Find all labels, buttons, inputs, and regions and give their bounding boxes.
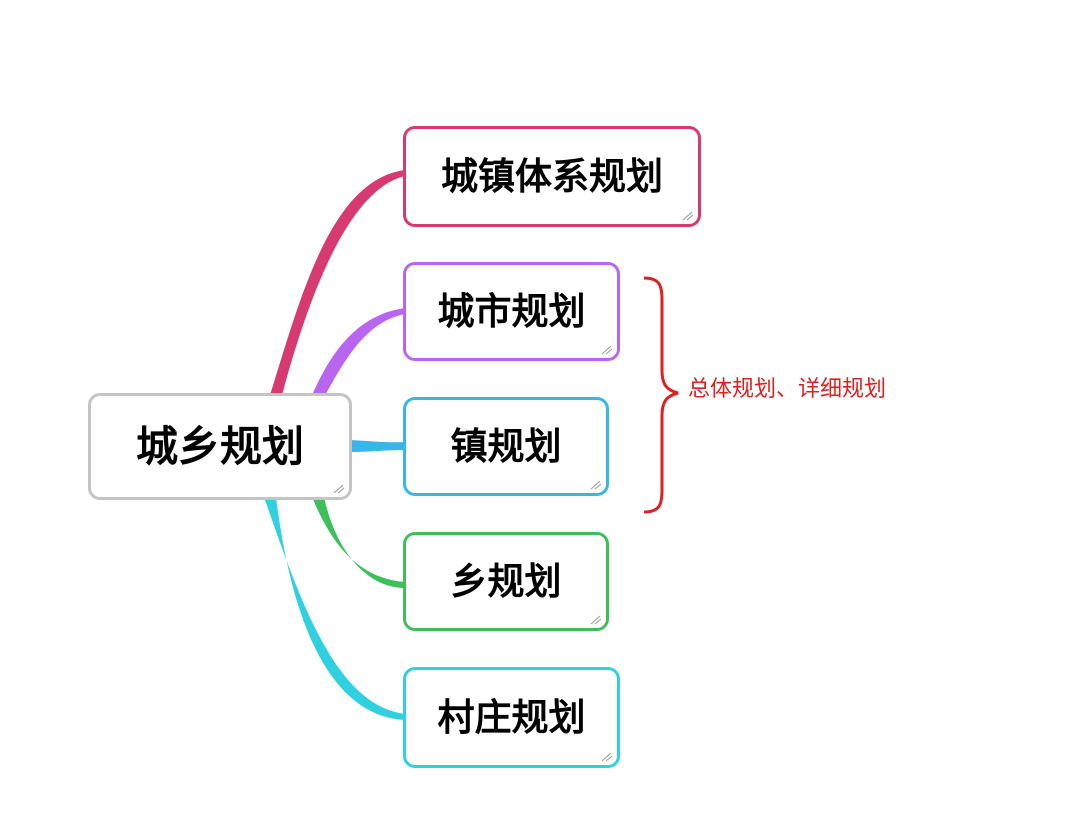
child-node-label: 城镇体系规划: [441, 155, 663, 198]
branch-connector-village: [264, 497, 405, 720]
root-node[interactable]: 城乡规划: [88, 393, 352, 500]
node-corner-mark-icon: [590, 480, 602, 490]
child-node-township[interactable]: 乡规划: [403, 532, 609, 631]
branch-connector-town-system: [270, 170, 405, 395]
child-node-town-system[interactable]: 城镇体系规划: [403, 126, 701, 227]
child-node-town[interactable]: 镇规划: [403, 397, 609, 496]
child-node-label: 城市规划: [437, 290, 586, 333]
annotation-label: 总体规划、详细规划: [688, 377, 887, 402]
node-corner-mark-icon: [601, 752, 613, 762]
annotation-bracket: [643, 276, 679, 514]
branch-connector-city: [312, 308, 405, 397]
child-node-label: 镇规划: [450, 425, 562, 468]
node-corner-mark-icon: [601, 345, 613, 355]
branch-connector-township: [312, 497, 405, 588]
root-node-label: 城乡规划: [135, 421, 304, 471]
child-node-city[interactable]: 城市规划: [403, 262, 620, 361]
child-node-label: 村庄规划: [437, 696, 586, 739]
branch-connector-town: [350, 440, 405, 452]
node-corner-mark-icon: [590, 615, 602, 625]
node-corner-mark-icon: [333, 484, 345, 494]
node-corner-mark-icon: [682, 211, 694, 221]
child-node-village[interactable]: 村庄规划: [403, 667, 620, 768]
child-node-label: 乡规划: [450, 560, 562, 603]
